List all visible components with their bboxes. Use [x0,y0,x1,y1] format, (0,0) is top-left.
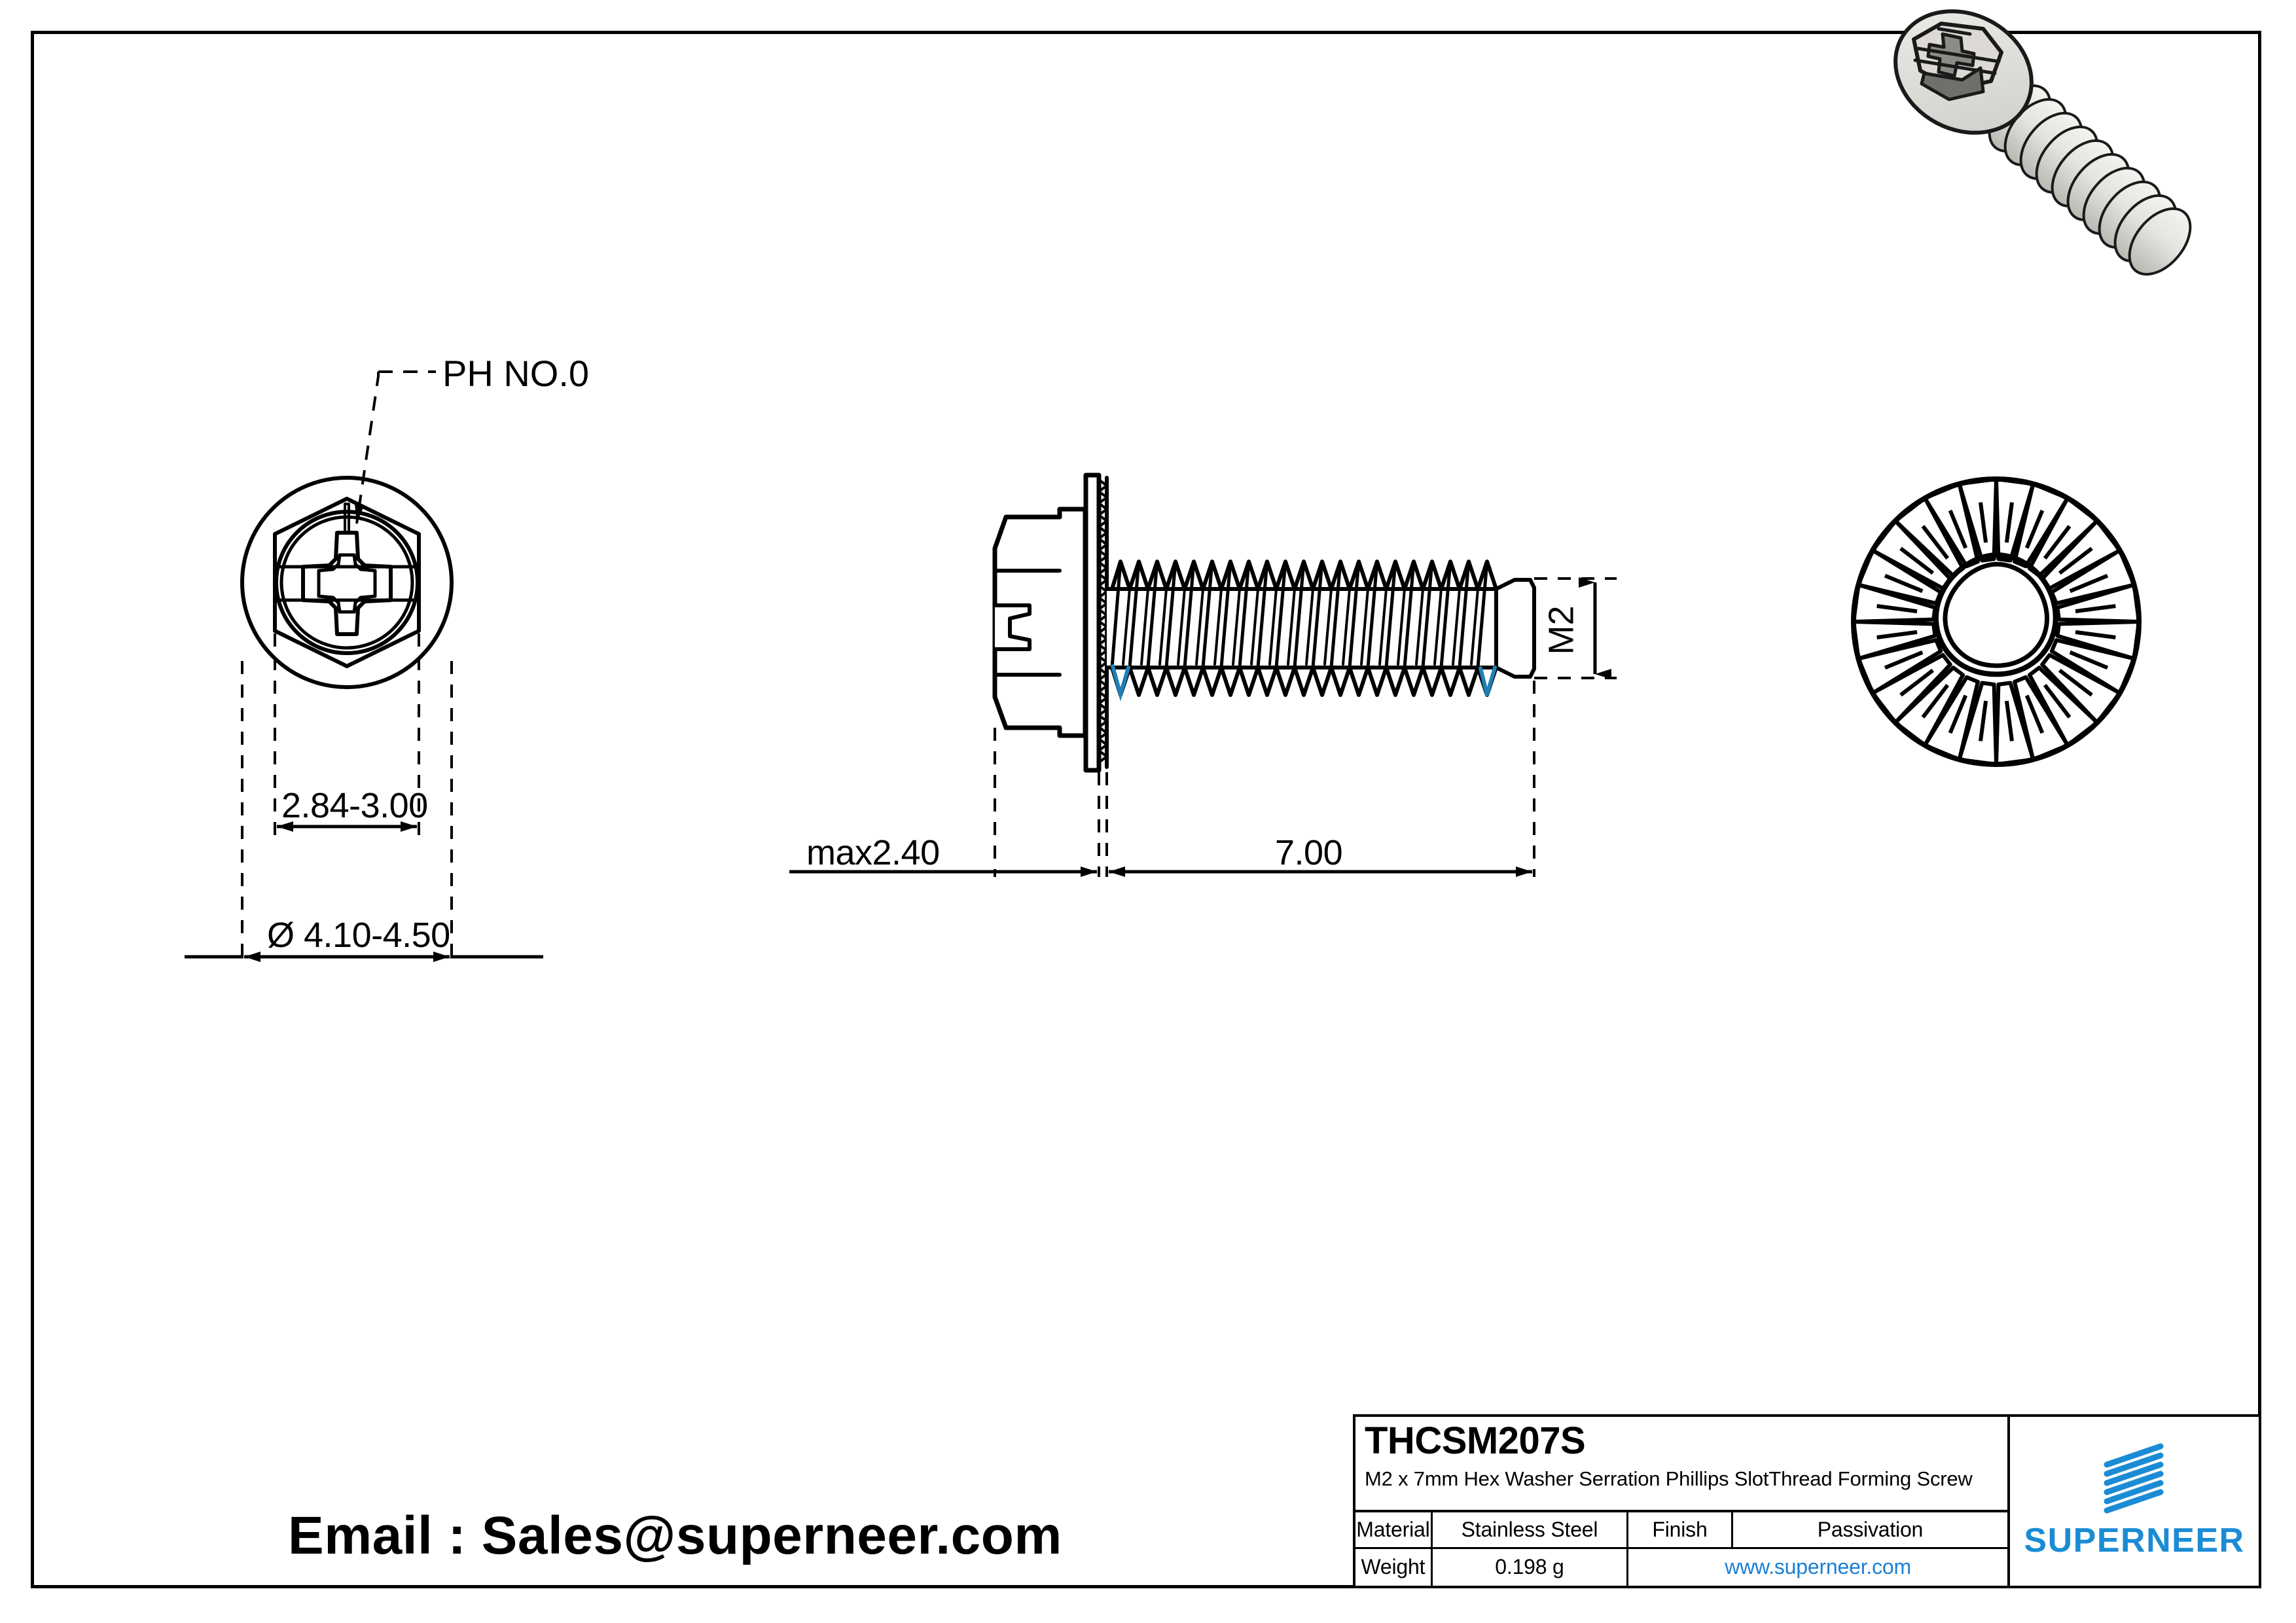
dim-label-across-flats: 2.84-3.00 [281,786,428,825]
material-value: Stainless Steel [1433,1512,1629,1547]
dim-label-washer-diameter: Ø 4.10-4.50 [267,916,450,955]
sheet-border [31,31,2261,1588]
website-link[interactable]: www.superneer.com [1725,1555,1911,1579]
brand-name: SUPERNEER [2024,1522,2245,1560]
thread-start-marks [1111,664,1497,702]
dim-label-thread-length: 7.00 [1275,833,1343,872]
brand-logo: SUPERNEER [2010,1417,2259,1586]
title-block-header: THCSM207S M2 x 7mm Hex Washer Serration … [1355,1417,2007,1512]
part-number: THCSM207S [1365,1419,1586,1462]
ph-no-label: PH NO.0 [442,353,590,394]
weight-row: Weight 0.198 g www.superneer.com [1355,1548,2007,1586]
finish-value: Passivation [1817,1517,1924,1541]
weight-value: 0.198 g [1433,1548,1629,1586]
side-view-extension-lines [994,577,1617,877]
weight-label: Weight [1355,1548,1433,1586]
finish-label: Finish [1628,1512,1733,1547]
isometric-view-geometry [1893,9,2192,276]
material-row: Material Stainless Steel Finish Passivat… [1355,1512,2007,1549]
ph-no-leader [355,370,436,524]
serration-view-geometry [1851,476,2142,767]
material-label: Material [1355,1512,1433,1547]
side-view-geometry [992,473,1536,773]
top-view-extension-lines [241,633,453,962]
email-line: Email : Sales@superneer.com [288,1506,1062,1565]
title-block-main: THCSM207S M2 x 7mm Hex Washer Serration … [1355,1417,2010,1586]
title-block: THCSM207S M2 x 7mm Hex Washer Serration … [1353,1414,2261,1588]
superneer-stripes-icon [2104,1443,2164,1514]
dim-label-head-height: max2.40 [806,833,940,872]
dim-label-thread-size: M2 [1541,605,1581,655]
top-view-geometry [240,476,454,689]
part-description: M2 x 7mm Hex Washer Serration Phillips S… [1365,1467,1973,1490]
